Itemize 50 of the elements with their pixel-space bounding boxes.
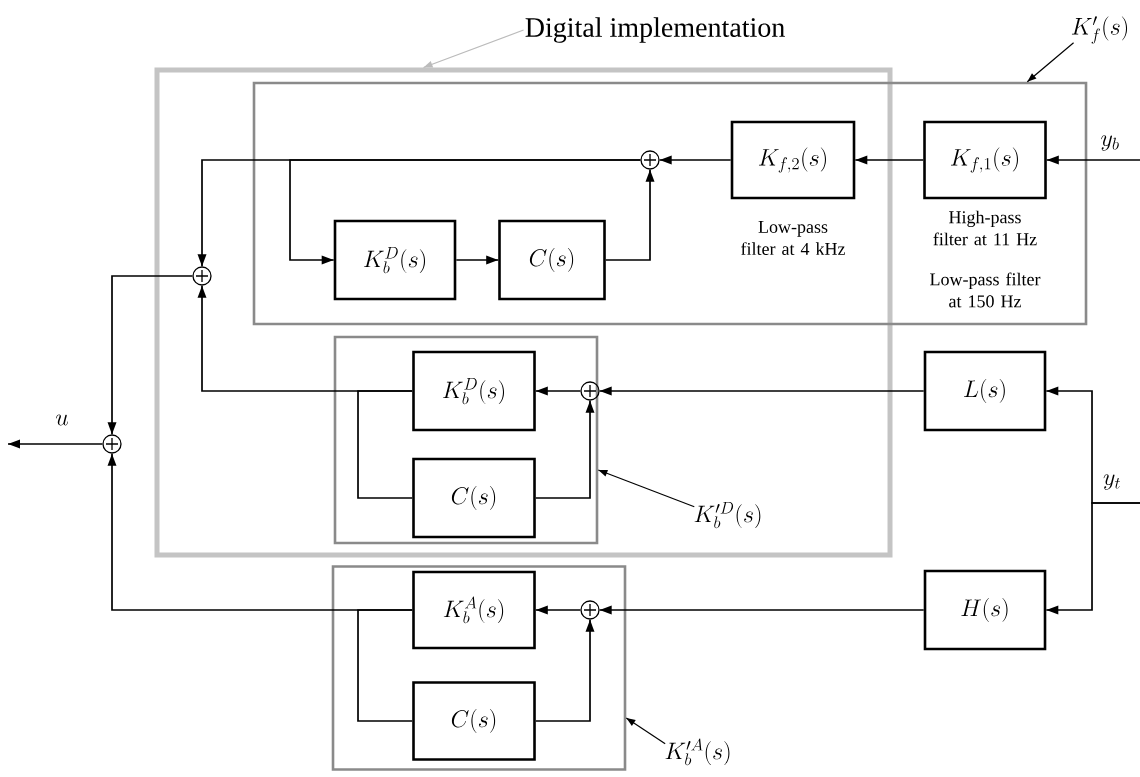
transfer-block: $K_{f,2}(s)$ [730, 120, 856, 200]
transfer-block: $C(s)$ [412, 457, 536, 539]
filter-note: Low-pass filter at 4 kHz [741, 221, 845, 255]
signal-arrow [455, 255, 500, 265]
signal-arrow [534, 386, 582, 396]
transfer-block: $K_{f,1}(s)$ [923, 120, 1047, 200]
transfer-block: $L(s)$ [923, 350, 1047, 432]
transfer-block: $C(s)$ [498, 219, 606, 301]
signal-arrow [658, 155, 732, 165]
leader-arrow [597, 469, 695, 508]
signal-arrow [598, 386, 925, 396]
signal-label: $u$ [55, 414, 68, 426]
controller-group-frame [331, 565, 627, 771]
callout-label: Digital implementation [525, 17, 785, 43]
sum-junction [580, 381, 600, 401]
callout-label: $K'_f(s)$ [1071, 16, 1128, 44]
filter-note: Low-pass filter at 150 Hz [930, 272, 1041, 308]
signal-line [357, 390, 414, 499]
sum-junction [102, 434, 122, 454]
signal-arrow [534, 618, 595, 722]
leader-arrow [625, 717, 666, 745]
signal-arrow [7, 439, 104, 449]
signal-arrow [1045, 502, 1140, 615]
signal-arrow [1045, 155, 1140, 165]
digital-implementation-frame [154, 67, 893, 558]
filter-group-frame [252, 81, 1088, 326]
signal-arrow [534, 399, 595, 499]
signal-arrow [854, 155, 925, 165]
signal-line [357, 609, 414, 722]
leader-arrow [1026, 42, 1075, 83]
leader-arrow [422, 29, 525, 69]
signal-arrow [604, 168, 655, 261]
signal-arrow [289, 159, 642, 265]
transfer-block: $K_b^A(s)$ [412, 570, 536, 650]
transfer-block: $K_b^D(s)$ [333, 219, 457, 301]
signal-label: $y_t$ [1103, 474, 1120, 490]
signal-arrow [107, 275, 194, 436]
callout-label: $K^{\prime A}_b(s)$ [665, 738, 730, 766]
sum-junction [640, 150, 660, 170]
sum-junction [580, 600, 600, 620]
signal-label: $y_b$ [1101, 135, 1119, 151]
transfer-block: $K_b^D(s)$ [412, 350, 536, 432]
sum-junction [192, 266, 212, 286]
controller-group-frame [333, 335, 599, 545]
filter-note: High-pass filter at 11 Hz [933, 210, 1037, 246]
signal-arrow [598, 605, 925, 615]
transfer-block: $H(s)$ [923, 569, 1047, 651]
signal-arrow [534, 605, 582, 615]
transfer-block: $C(s)$ [412, 681, 536, 761]
callout-label: $K^{\prime D}_b(s)$ [694, 501, 761, 529]
